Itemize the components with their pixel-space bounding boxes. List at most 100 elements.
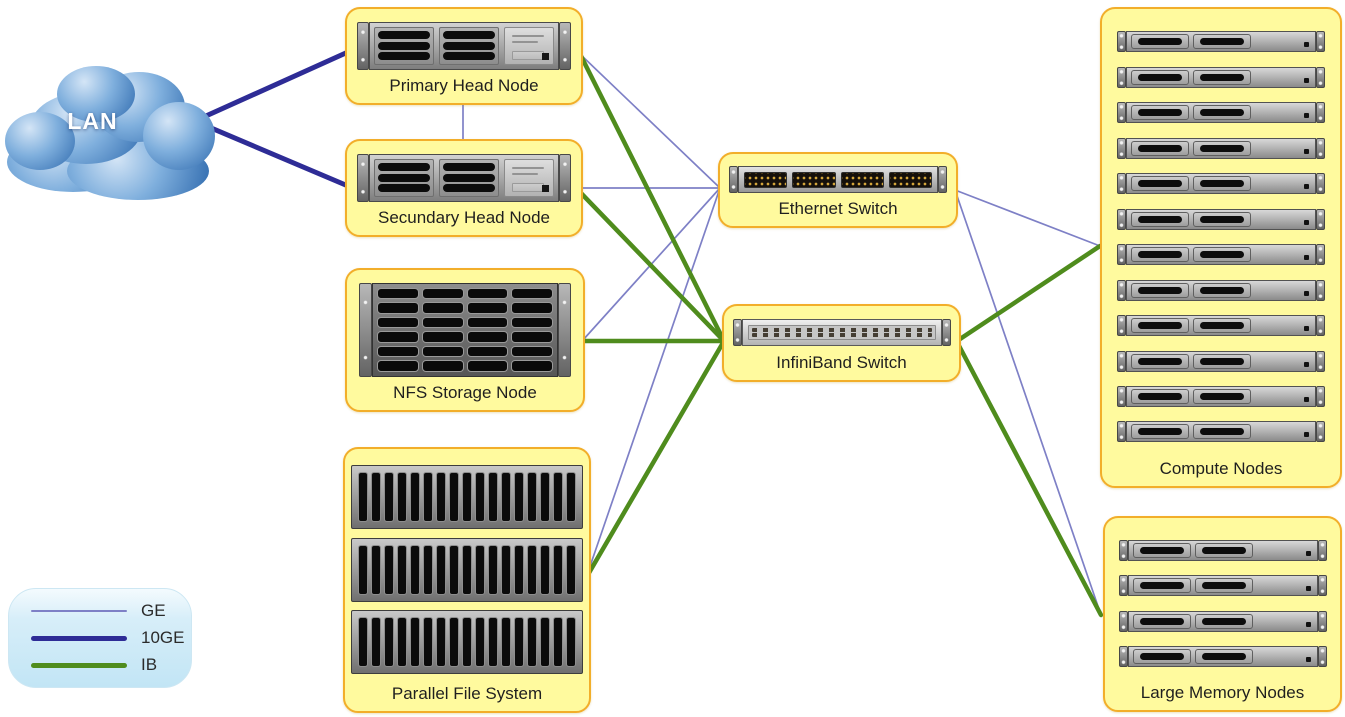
vslot [410,544,420,595]
iswbody [741,319,942,346]
body1u [1127,540,1318,562]
vslot [527,616,537,667]
sslot [421,302,464,314]
oval [1139,547,1184,555]
sslot [511,302,553,314]
slot [443,173,495,182]
bgrp [374,26,434,65]
oval [1200,286,1244,294]
srv1u [1117,173,1325,195]
sslot [377,345,419,357]
ear [1317,645,1327,667]
vslot [449,616,459,667]
legend-line-ge [31,610,127,612]
sslot [377,287,419,299]
oval [1138,73,1182,81]
ear [1316,102,1325,124]
shelf [351,609,583,674]
ear [729,166,738,193]
srv1u [1117,31,1325,53]
legend-label-ib: IB [141,655,158,674]
bay [1193,140,1251,156]
srv1u [1117,137,1325,159]
oval [1200,357,1244,365]
bay [1193,176,1251,192]
srv1u [1118,610,1327,632]
ear [1117,102,1126,124]
body1u [1126,208,1316,230]
legend-label-10ge: 10GE [141,628,185,647]
oval [1200,251,1244,259]
legend-row-ge: GE [31,602,191,620]
bay [1193,105,1251,121]
ear [1118,610,1128,632]
vslot [449,472,459,523]
bay [1131,424,1189,440]
slot [378,41,430,50]
oval [1138,322,1182,330]
oval [1139,617,1184,625]
oval [1138,144,1182,152]
node-label-nfs-storage: NFS Storage Node [393,383,537,402]
slot [378,163,430,171]
pwr [1304,219,1309,225]
ear [938,166,947,193]
bgrp [439,158,499,197]
vslot [462,544,472,595]
vslot [540,544,550,595]
iprow [751,333,932,338]
vslot [553,472,563,523]
pgrp [840,171,884,188]
bay [1132,613,1191,629]
link-primary-head-node-ethernet-switch [580,54,721,189]
iprow [751,327,932,332]
body1u [1127,645,1318,667]
disk-shelf-graphics [351,457,583,682]
server-2u-graphic [357,149,571,206]
ear [1117,244,1126,266]
vslot [514,616,524,667]
ear [558,282,571,377]
legend-row-ib: IB [31,656,191,674]
vslot [423,544,433,595]
vslot [475,544,485,595]
vslot [488,472,498,523]
oval [1200,109,1244,117]
link-ethernet-switch-compute-nodes [954,189,1101,247]
body1u [1127,610,1318,632]
vslot [501,616,511,667]
ear [357,153,369,202]
body1u [1126,279,1316,301]
vslot [527,472,537,523]
shelfbody [351,465,583,530]
storgrid [372,282,558,377]
ear [1117,173,1126,195]
vslot [475,616,485,667]
node-secondary-head-node: Secundary Head Node [345,139,583,237]
iports [747,325,936,340]
bay [1132,543,1191,559]
sslot [377,360,419,372]
bay [1193,388,1251,404]
vslot [358,544,368,595]
sslot [466,302,509,314]
node-nfs-storage: NFS Storage Node [345,268,585,412]
sslot [466,360,509,372]
ear [559,153,571,202]
bay [1131,140,1189,156]
oval [1139,582,1184,590]
vslot [540,472,550,523]
bay [1194,543,1253,559]
body1u [1126,102,1316,124]
pwr [1304,255,1309,261]
pwr [1305,551,1311,557]
slot [443,52,495,60]
cloud-puff [143,102,215,170]
shelfbody [351,609,583,674]
sslot [466,345,509,357]
ear [1316,315,1325,337]
vslot [462,472,472,523]
ear [941,319,951,346]
bay [1131,211,1189,227]
